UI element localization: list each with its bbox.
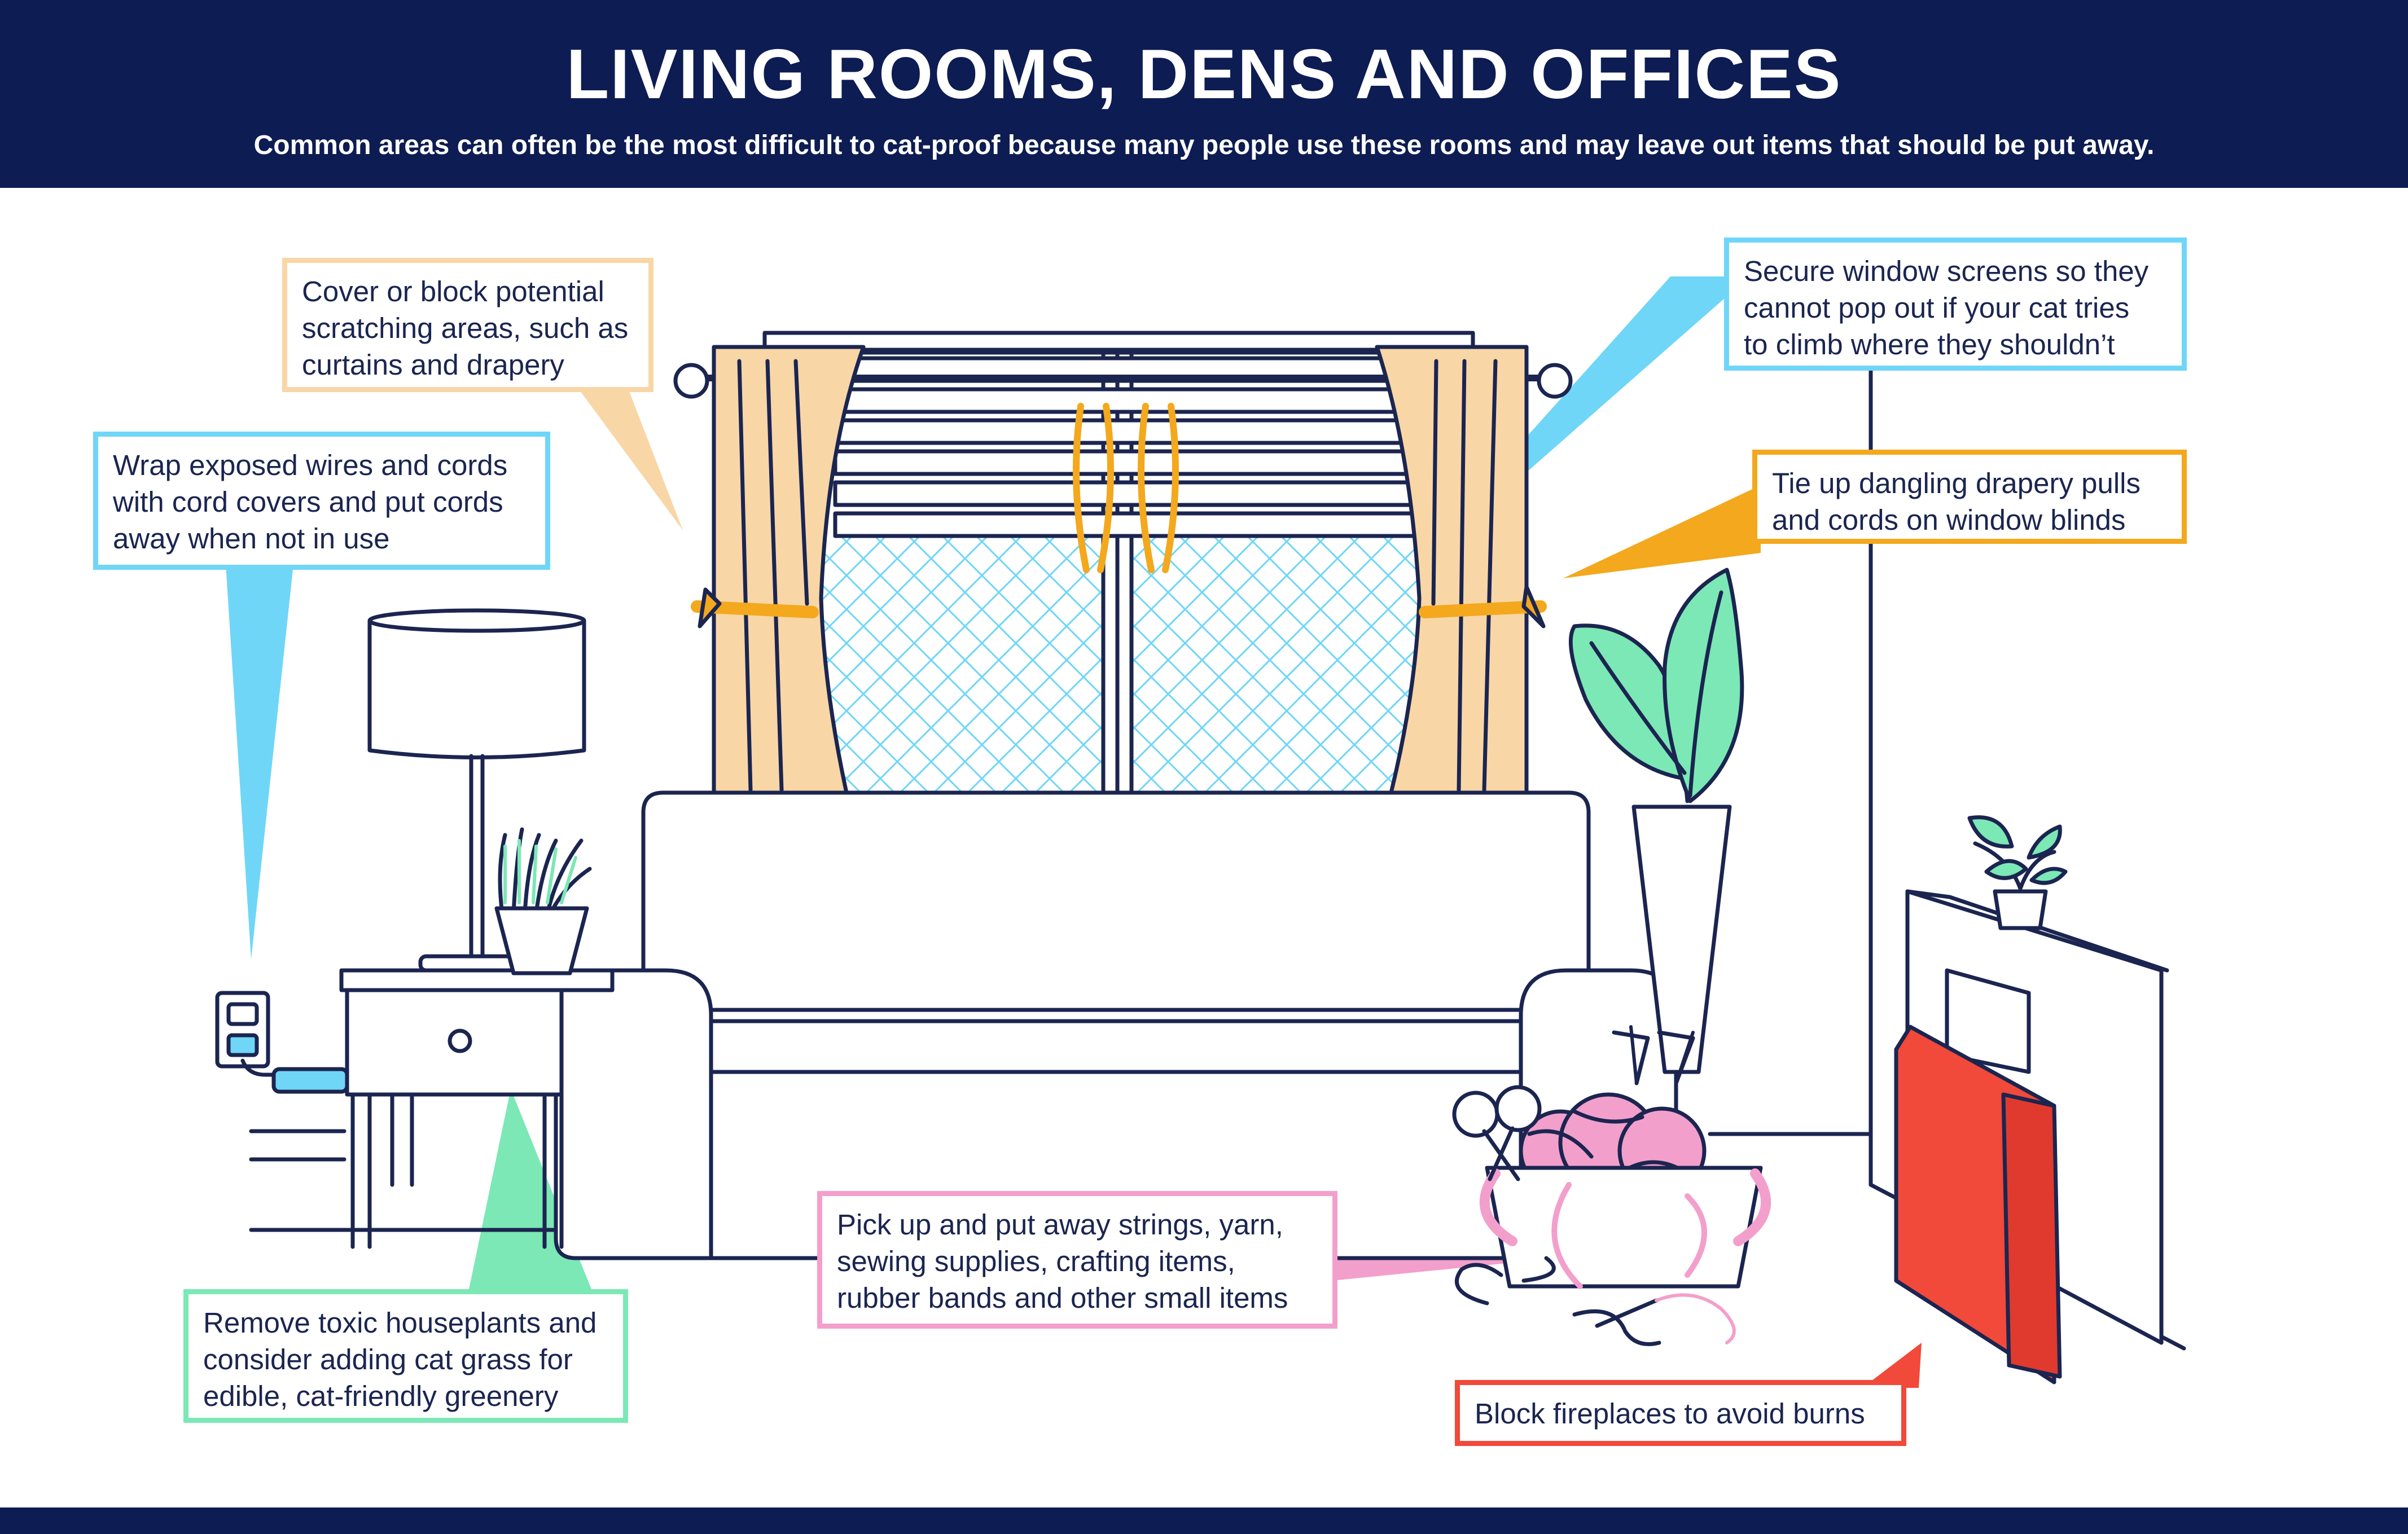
wall-outlet-icon <box>215 991 270 1069</box>
cord-cover-icon <box>240 1058 349 1094</box>
page-subtitle: Common areas can often be the most diffi… <box>253 130 2155 160</box>
mantel-plant-icon <box>1967 815 2068 930</box>
pointer-wires <box>226 564 293 959</box>
callout-houseplants: Remove toxic houseplants and consider ad… <box>183 1289 628 1423</box>
callout-wires: Wrap exposed wires and cords with cord c… <box>93 432 550 570</box>
fireplace-icon <box>1894 815 2169 1384</box>
table-lamp-icon <box>367 608 586 973</box>
yarn-basket-icon <box>1452 1025 1771 1346</box>
window-screen-icon <box>810 536 1425 793</box>
header-banner: LIVING ROOMS, DENS AND OFFICES Common ar… <box>0 0 2408 188</box>
callout-window-screens: Secure window screens so they cannot pop… <box>1724 238 2187 371</box>
tall-plant-icon <box>1568 568 1744 1074</box>
pointer-drapery-pulls <box>1563 485 1761 578</box>
pointer-scratching <box>564 370 683 530</box>
callout-small-items: Pick up and put away strings, yarn, sewi… <box>817 1191 1337 1329</box>
page-title: LIVING ROOMS, DENS AND OFFICES <box>566 36 1842 113</box>
side-table-icon <box>339 968 615 1249</box>
callout-fireplace: Block fireplaces to avoid burns <box>1455 1380 1906 1446</box>
footer-bar <box>0 1507 2408 1534</box>
curtain-icon <box>691 345 1547 795</box>
sewing-needle-icon <box>1572 1293 1736 1346</box>
baseboard <box>249 1129 1873 1232</box>
scissors-icon <box>1452 1085 1542 1181</box>
callout-scratching: Cover or block potential scratching area… <box>282 258 653 392</box>
houseplant-icon <box>494 827 592 975</box>
callout-drapery-pulls: Tie up dangling drapery pulls and cords … <box>1752 450 2187 544</box>
fireplace-screen-icon <box>1894 1025 2062 1384</box>
window-icon <box>673 331 1573 795</box>
pointer-fireplace <box>1862 1343 1922 1388</box>
knitting-needles-icon <box>1612 1025 1695 1085</box>
